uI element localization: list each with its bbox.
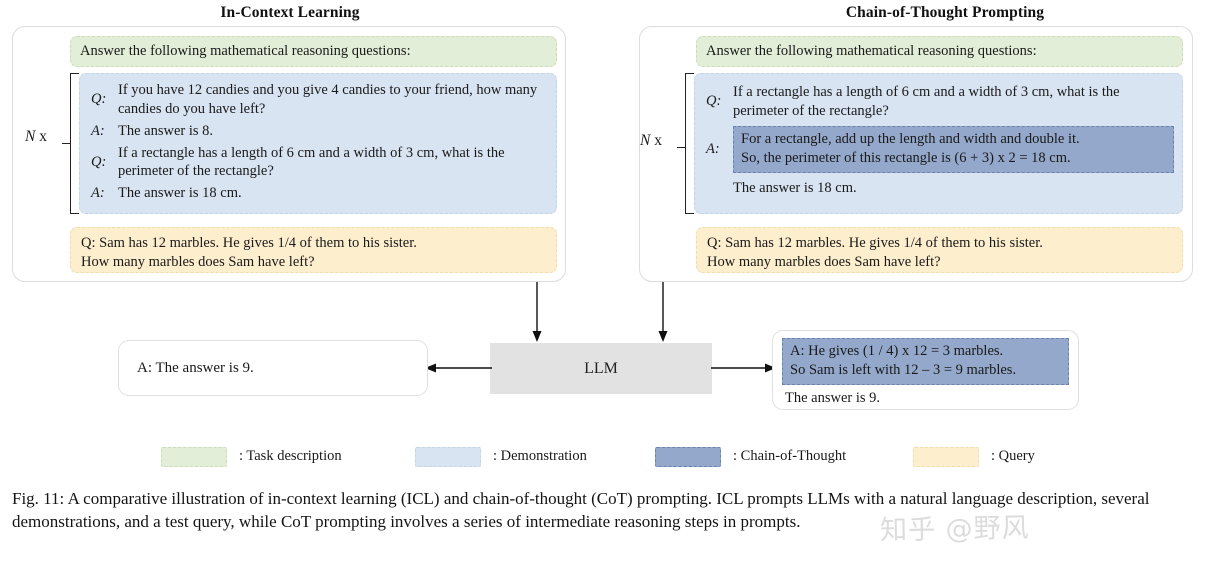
left-demonstration-box: Q: If you have 12 candies and you give 4… [79,73,557,214]
right-demo-question-row: Q: If a rectangle has a length of 6 cm a… [703,83,1174,121]
left-demo-text-1: If you have 12 candies and you give 4 ca… [118,82,538,117]
right-output-box: A: He gives (1 / 4) x 12 = 3 marbles. So… [772,330,1079,410]
left-repeat-count-x: x [35,128,47,145]
right-demo-answer-row: A: For a rectangle, add up the length an… [703,125,1174,173]
left-demo-row-1: Q: If you have 12 candies and you give 4… [88,81,548,119]
legend-swatch-query [913,447,979,467]
right-panel-title: Chain-of-Thought Prompting [845,4,1045,21]
left-demo-label-2: A: [91,122,105,139]
left-query-line-1: Q: Sam has 12 marbles. He gives 1/4 of t… [81,235,417,251]
left-repeat-bracket [70,73,79,214]
left-repeat-count-label: N x [25,128,47,146]
legend-swatch-demonstration [415,447,481,467]
left-query-line-2: How many marbles does Sam have left? [81,254,315,271]
right-demo-final-answer-row: The answer is 18 cm. [703,179,1174,198]
arrow-right-panel-to-llm [658,282,668,342]
legend-label-demonstration: : Demonstration [493,448,587,464]
chain-of-thought-highlight: For a rectangle, add up the length and w… [733,125,1174,173]
left-panel-title: In-Context Learning [220,4,360,21]
legend-label-chain-of-thought: : Chain-of-Thought [733,448,847,464]
right-bracket-tick [677,147,686,148]
legend: : Task description : Demonstration : Cha… [0,446,1206,470]
legend-label-query: : Query [991,448,1035,464]
right-repeat-count-label: N x [640,132,662,150]
left-demo-text-3: If a rectangle has a length of 6 cm and … [118,144,505,180]
right-demo-question-label: Q: [706,93,722,110]
left-demo-text-2: The answer is 8. [118,122,214,139]
left-demo-row-4: A: The answer is 18 cm. [88,184,548,203]
figure-caption: Fig. 11: A comparative illustration of i… [12,489,1150,531]
right-query-line-2: How many marbles does Sam have left? [707,254,941,271]
left-demo-row-2: A: The answer is 8. [88,122,548,141]
right-repeat-bracket [685,73,694,214]
llm-box: LLM [490,343,712,394]
left-bracket-tick [62,143,71,144]
arrow-llm-to-right-output [711,363,776,373]
right-query-line-1: Q: Sam has 12 marbles. He gives 1/4 of t… [707,235,1043,251]
left-demo-row-3: Q: If a rectangle has a length of 6 cm a… [88,144,548,182]
left-demo-label-3: Q: [91,153,107,170]
left-output-text: A: The answer is 9. [137,359,254,376]
legend-label-task-description: : Task description [239,448,342,464]
cot-line-1: For a rectangle, add up the length and w… [741,130,1080,147]
left-demo-label-4: A: [91,185,105,202]
arrow-left-panel-to-llm [532,282,542,342]
left-demo-text-4: The answer is 18 cm. [118,185,242,202]
right-repeat-count-x: x [650,132,662,149]
arrow-llm-to-left-output [425,363,492,373]
left-repeat-count-n: N [25,128,36,145]
right-output-cot-line-2: So Sam is left with 12 – 3 = 9 marbles. [790,362,1017,379]
cot-line-2: So, the perimeter of this rectangle is (… [741,149,1071,166]
legend-swatch-task-description [161,447,227,467]
left-demo-label-1: Q: [91,91,107,108]
legend-swatch-chain-of-thought [655,447,721,467]
right-demo-answer-label: A: [706,140,720,157]
right-demo-final-answer: The answer is 18 cm. [733,179,857,196]
right-task-description: Answer the following mathematical reason… [696,36,1183,67]
right-query-box: Q: Sam has 12 marbles. He gives 1/4 of t… [696,227,1183,273]
left-task-description: Answer the following mathematical reason… [70,36,557,67]
right-output-cot-line-1: A: He gives (1 / 4) x 12 = 3 marbles. [790,343,1004,359]
right-output-cot-highlight: A: He gives (1 / 4) x 12 = 3 marbles. So… [782,338,1069,386]
right-output-final-answer: The answer is 9. [785,390,881,407]
right-demonstration-box: Q: If a rectangle has a length of 6 cm a… [694,73,1183,214]
right-demo-question-text: If a rectangle has a length of 6 cm and … [733,84,1120,119]
left-output-box: A: The answer is 9. [118,340,428,396]
llm-label: LLM [584,359,618,377]
left-query-box: Q: Sam has 12 marbles. He gives 1/4 of t… [70,227,557,273]
right-repeat-count-n: N [640,132,651,149]
